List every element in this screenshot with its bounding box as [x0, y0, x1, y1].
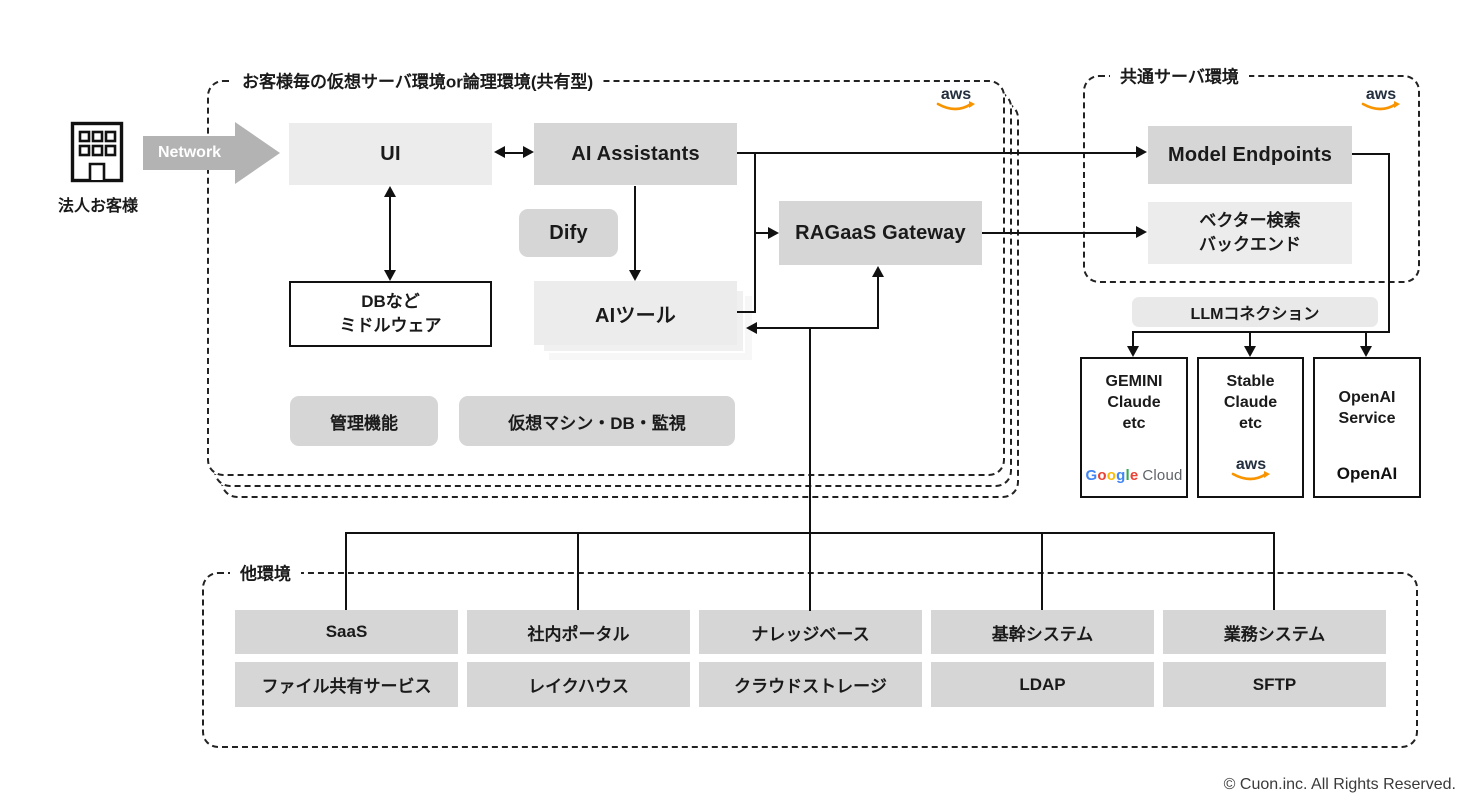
provider-line: Claude [1107, 394, 1161, 411]
aws-logo-text: aws [1235, 456, 1265, 473]
vm-db-monitoring-box: 仮想マシン・DB・監視 [459, 396, 735, 446]
connector-drop-openai [1365, 331, 1367, 347]
connector-ui-ai [505, 152, 526, 154]
arrowhead-up [384, 186, 396, 197]
aws-logo-text: aws [941, 86, 971, 103]
arrowhead-left [746, 322, 757, 334]
db-middleware-box: DBなど ミドルウェア [289, 281, 492, 347]
customer-env-title: お客様毎の仮想サーバ環境or論理環境(共有型) [232, 67, 604, 93]
arrowhead-right [1136, 226, 1147, 238]
model-endpoints-box: Model Endpoints [1148, 126, 1352, 184]
arrowhead-right [768, 227, 779, 239]
sftp-box: SFTP [1163, 662, 1386, 707]
openai-logo: OpenAI [1336, 464, 1398, 483]
admin-function-box: 管理機能 [290, 396, 438, 446]
office-building-icon [70, 121, 124, 183]
connector-drop-gemini [1132, 331, 1134, 347]
common-env-title: 共通サーバ環境 [1110, 62, 1249, 88]
connector-ragaas-vector [982, 232, 1137, 234]
provider-line: etc [1122, 415, 1146, 432]
intranet-portal-box: 社内ポータル [467, 610, 690, 654]
arrowhead-down [1360, 346, 1372, 357]
provider-line: etc [1238, 415, 1263, 432]
connector-llm-distribution [1132, 331, 1390, 333]
google-logo-letters: Google [1085, 467, 1139, 484]
connector-junction-horizontal [757, 327, 879, 329]
connector-drop-saas [345, 532, 347, 610]
provider-box-openai: OpenAI Service OpenAI [1313, 357, 1421, 498]
connector-ui-db [389, 196, 391, 272]
connector-ai-aitools [634, 186, 636, 271]
connector-drop-aws [1249, 331, 1251, 347]
network-arrow-label: Network [157, 144, 222, 161]
connector-junction-up [877, 277, 879, 329]
provider-line: Claude [1223, 394, 1278, 411]
aws-logo: aws [936, 86, 975, 111]
lakehouse-box: レイクハウス [467, 662, 690, 707]
dify-box: Dify [519, 209, 618, 257]
llm-connection-label: LLMコネクション [1132, 297, 1378, 327]
connector-drop-portal [577, 532, 579, 610]
network-arrow-head [235, 122, 280, 184]
ldap-box: LDAP [931, 662, 1154, 707]
connector-branch-vertical [754, 152, 756, 313]
arrowhead-left [494, 146, 505, 158]
aws-logo: aws [1228, 454, 1274, 484]
connector-drop-core [1041, 532, 1043, 610]
client-label: 法人お客様 [57, 198, 138, 215]
ai-assistants-box: AI Assistants [534, 123, 737, 185]
connector-me-down [1388, 153, 1390, 333]
ai-tools-box: AIツール [534, 281, 737, 345]
connector-bottom-bus [345, 532, 1275, 534]
provider-line: Service [1338, 410, 1396, 427]
arrowhead-right [1136, 146, 1147, 158]
ragaas-gateway-box: RAGaaS Gateway [779, 201, 982, 265]
google-cloud-suffix: Cloud [1142, 467, 1183, 484]
provider-line: OpenAI [1338, 389, 1396, 406]
connector-aitools-branch [737, 311, 756, 313]
arrowhead-down [384, 270, 396, 281]
arrowhead-down [1127, 346, 1139, 357]
arrowhead-down [1244, 346, 1256, 357]
connector-me-right [1352, 153, 1390, 155]
core-system-box: 基幹システム [931, 610, 1154, 654]
saas-box: SaaS [235, 610, 458, 654]
cloud-storage-box: クラウドストレージ [699, 662, 922, 707]
aws-logo: aws [1361, 86, 1400, 111]
connector-otherenv-vertical [809, 327, 811, 611]
arrowhead-right [523, 146, 534, 158]
vector-search-backend-box: ベクター検索 バックエンド [1148, 202, 1352, 264]
connector-branch-ragaas [756, 232, 768, 234]
connector-ai-modelendpoints [737, 152, 1136, 154]
connector-drop-business [1273, 532, 1275, 610]
provider-box-aws: Stable Claude etc aws [1197, 357, 1304, 498]
business-system-box: 業務システム [1163, 610, 1386, 654]
ui-box: UI [289, 123, 492, 185]
knowledge-base-box: ナレッジベース [699, 610, 922, 654]
file-sharing-box: ファイル共有サービス [235, 662, 458, 707]
provider-line: GEMINI [1105, 373, 1163, 390]
provider-line: Stable [1226, 373, 1275, 390]
aws-logo-text: aws [1366, 86, 1396, 103]
other-env-title: 他環境 [230, 559, 301, 585]
arrowhead-up [872, 266, 884, 277]
copyright-text: © Cuon.inc. All Rights Reserved. [1223, 776, 1456, 793]
arrowhead-down [629, 270, 641, 281]
network-arrow: Network [143, 136, 236, 170]
